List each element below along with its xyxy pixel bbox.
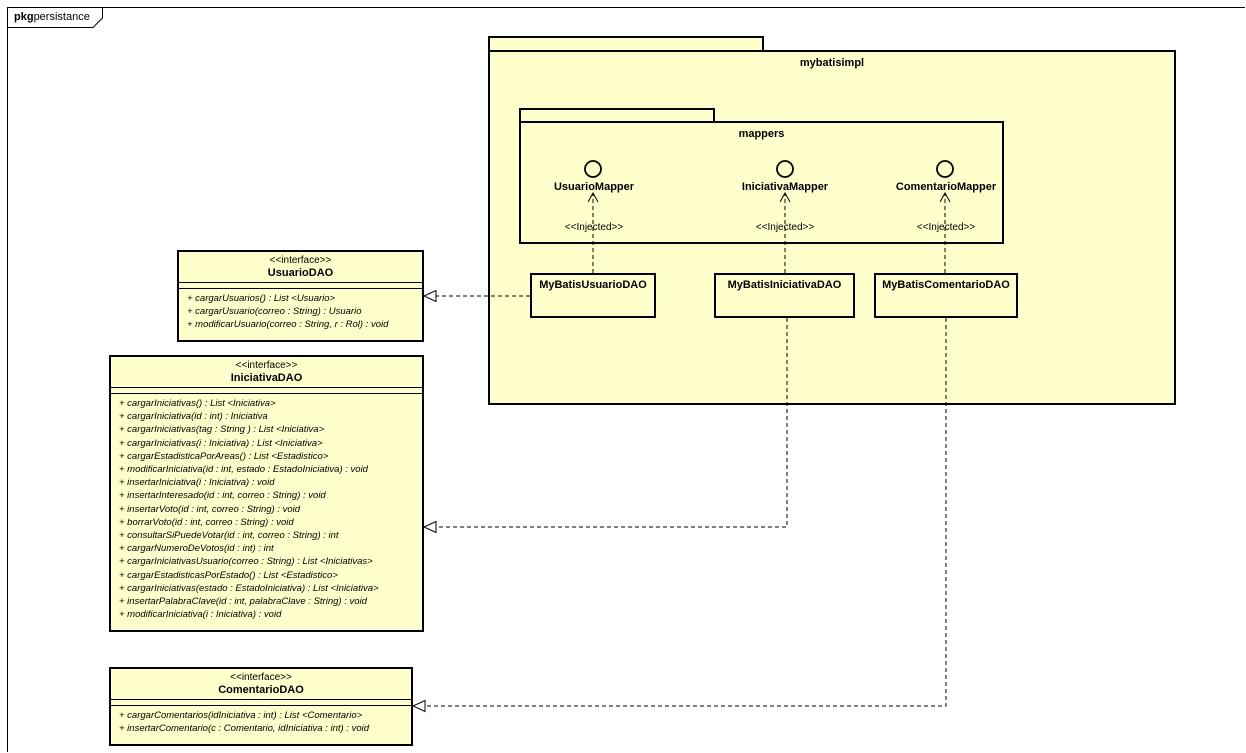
operation: + borrarVoto(id : int, correo : String) …: [119, 516, 294, 528]
frame-label: pkgpersistance: [14, 11, 90, 23]
operation: + cargarNumeroDeVotos(id : int) : int: [119, 543, 274, 555]
operation: + cargarEstadisticasPorEstado() : List <…: [119, 569, 338, 581]
frame-tab: [7, 7, 103, 28]
usuario-realization-arrowhead: [422, 289, 437, 303]
mybatis-comentario-dao-class[interactable]: MyBatisComentarioDAO: [874, 273, 1018, 318]
iniciativa-realization-arrowhead: [422, 520, 437, 534]
operation: + cargarUsuarios() : List <Usuario>: [187, 293, 336, 304]
operation: + insertarIniciativa(i : Iniciativa) : v…: [119, 477, 275, 489]
comentario-dao-attributes: [111, 699, 411, 705]
comentario-dao-header: <<interface>> ComentarioDAO: [111, 669, 411, 696]
comentario-dao-name: ComentarioDAO: [218, 684, 304, 696]
usuario-dao-attributes: [179, 282, 422, 288]
operation: + modificarIniciativa(id : int, estado :…: [119, 464, 368, 476]
iniciativa-dao-interface[interactable]: <<interface>> IniciativaDAO + cargarInic…: [109, 355, 424, 632]
iniciativa-mapper-icon[interactable]: [776, 160, 794, 178]
operation: + cargarUsuario(correo : String) : Usuar…: [187, 306, 362, 318]
usuario-mapper-icon[interactable]: [584, 160, 602, 178]
mybatis-iniciativa-dao-class[interactable]: MyBatisIniciativaDAO: [714, 273, 855, 318]
operation: + insertarComentario(c : Comentario, idI…: [119, 723, 370, 735]
iniciativa-dependency-arrowhead: [779, 191, 791, 203]
mappers-package-name: mappers: [738, 128, 785, 140]
mybatis-iniciativa-dao-name: MyBatisIniciativaDAO: [727, 279, 842, 291]
iniciativa-dao-stereotype: <<interface>>: [235, 360, 298, 371]
mybatis-comentario-dao-name: MyBatisComentarioDAO: [882, 279, 1010, 291]
usuario-injected-label: <<Injected>>: [564, 222, 624, 233]
iniciativa-dao-name: IniciativaDAO: [230, 372, 303, 384]
mybatis-usuario-dao-class[interactable]: MyBatisUsuarioDAO: [530, 273, 656, 318]
usuario-dao-interface[interactable]: <<interface>> UsuarioDAO + cargarUsuario…: [177, 250, 424, 342]
comentario-dependency-arrowhead: [939, 191, 951, 203]
mybatisimpl-package-name: mybatisimpl: [799, 57, 865, 69]
operation: + modificarIniciativa(i : Iniciativa) : …: [119, 609, 282, 621]
usuario-dao-stereotype: <<interface>>: [269, 255, 332, 266]
operation: + cargarIniciativas() : List <Iniciativa…: [119, 398, 276, 409]
operation: + cargarComentarios(idIniciativa : int) …: [119, 710, 363, 721]
operation: + cargarIniciativas(tag : String ) : Lis…: [119, 424, 325, 436]
iniciativa-dao-operations: + cargarIniciativas() : List <Iniciativa…: [111, 394, 422, 623]
iniciativa-dao-attributes: [111, 387, 422, 393]
operation: + cargarIniciativasUsuario(correo : Stri…: [119, 556, 373, 568]
operation: + insertarVoto(id : int, correo : String…: [119, 503, 301, 515]
operation: + consultarSiPuedeVotar(id : int, correo…: [119, 530, 339, 542]
iniciativa-realization-line: [436, 318, 788, 528]
operation: + cargarIniciativa(id : int) : Iniciativ…: [119, 411, 268, 423]
comentario-realization-arrowhead: [411, 699, 426, 713]
comentario-dao-interface[interactable]: <<interface>> ComentarioDAO + cargarCome…: [109, 667, 413, 746]
operation: + cargarEstadisticaPorAreas() : List <Es…: [119, 450, 329, 462]
mybatisimpl-package-tab: [488, 36, 764, 52]
comentario-realization-line: [425, 318, 947, 707]
comentario-dao-stereotype: <<interface>>: [230, 672, 292, 683]
frame-name: persistance: [33, 11, 90, 23]
usuario-mapper-name: UsuarioMapper: [553, 181, 635, 193]
usuario-dao-header: <<interface>> UsuarioDAO: [179, 252, 422, 279]
operation: + insertarPalabraClave(id : int, palabra…: [119, 596, 367, 608]
mappers-package-tab: [519, 108, 715, 124]
iniciativa-dao-header: <<interface>> IniciativaDAO: [111, 357, 422, 384]
operation: + insertarInteresado(id : int, correo : …: [119, 490, 326, 502]
usuario-dependency-arrowhead: [587, 191, 599, 203]
usuario-dao-operations: + cargarUsuarios() : List <Usuario> + ca…: [179, 289, 422, 334]
operation: + cargarIniciativas(i : Iniciativa) : Li…: [119, 437, 323, 449]
package-frame: [7, 7, 1245, 752]
iniciativa-mapper-name: IniciativaMapper: [741, 181, 829, 193]
operation: + modificarUsuario(correo : String, r : …: [187, 319, 389, 331]
mappers-package[interactable]: [519, 121, 1004, 244]
mybatis-usuario-dao-name: MyBatisUsuarioDAO: [539, 279, 647, 291]
comentario-dao-operations: + cargarComentarios(idIniciativa : int) …: [111, 706, 411, 737]
frame-keyword: pkg: [14, 11, 34, 23]
comentario-injected-label: <<Injected>>: [916, 222, 976, 233]
operation: + cargarIniciativas(estado : EstadoInici…: [119, 582, 379, 594]
comentario-mapper-name: ComentarioMapper: [895, 181, 997, 193]
usuario-dao-name: UsuarioDAO: [267, 267, 334, 279]
comentario-mapper-icon[interactable]: [936, 160, 954, 178]
